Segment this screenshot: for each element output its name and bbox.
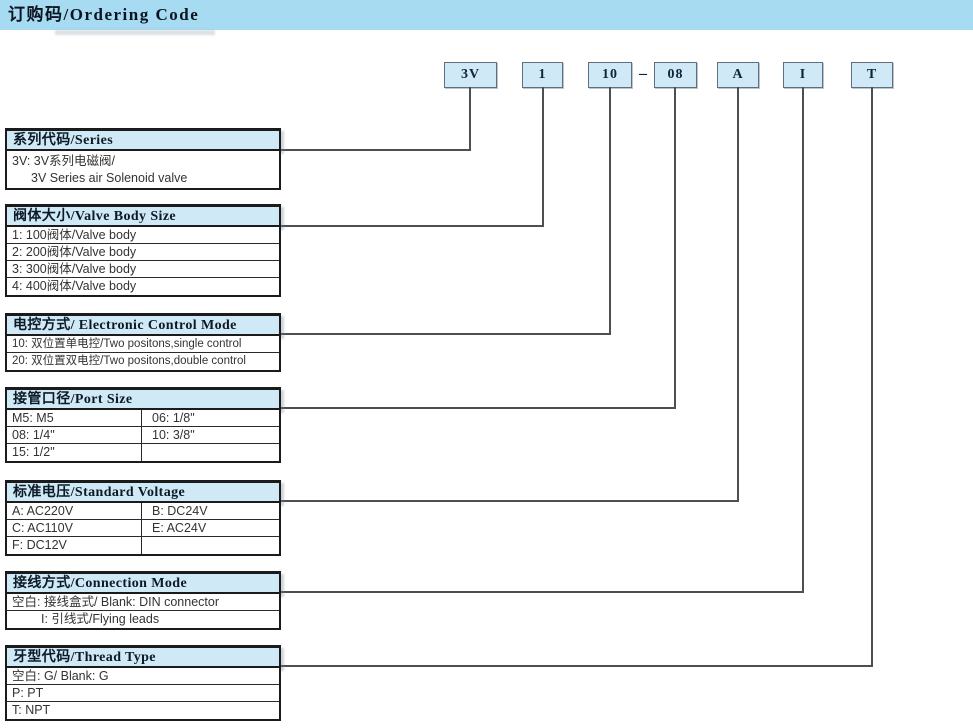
table-row: 3: 300阀体/Valve body: [7, 261, 279, 278]
table-row: 1: 100阀体/Valve body: [7, 227, 279, 244]
table-standard-voltage-header: 标准电压/Standard Voltage: [5, 480, 281, 503]
title-bar: 订购码/Ordering Code: [0, 0, 973, 30]
connector-line-thread-type: [281, 665, 873, 667]
table-cell: 10: 3/8": [152, 428, 195, 442]
page-title: 订购码/Ordering Code: [8, 5, 200, 24]
connector-line-thread-type: [871, 87, 873, 667]
code-separator: –: [639, 65, 647, 82]
table-cell: C: AC110V: [7, 520, 142, 536]
table-row: M5: M5 06: 1/8": [7, 410, 279, 427]
code-box-connection-mode: I: [783, 62, 823, 88]
table-row: T: NPT: [12, 703, 51, 717]
connector-line-voltage: [281, 500, 739, 502]
connector-line-series: [469, 87, 471, 151]
table-row: 20: 双位置双电控/Two positons,double control: [12, 355, 246, 367]
table-series-body: 3V: 3V系列电磁阀/ 3V Series air Solenoid valv…: [5, 151, 281, 190]
table-electronic-control-mode-body: 10: 双位置单电控/Two positons,single control 2…: [5, 336, 281, 372]
code-box-series: 3V: [444, 62, 497, 88]
connector-line-connection-mode: [281, 591, 804, 593]
table-port-size-body: M5: M5 06: 1/8" 08: 1/4" 10: 3/8" 15: 1/…: [5, 410, 281, 463]
table-row: 空白: G/ Blank: G: [7, 668, 279, 685]
table-connection-mode-body: 空白: 接线盒式/ Blank: DIN connector I: 引线式/Fl…: [5, 594, 281, 630]
table-valve-body-size-header: 阀体大小/Valve Body Size: [5, 204, 281, 227]
code-box-thread-type: T: [851, 62, 893, 88]
table-port-size: 接管口径/Port Size M5: M5 06: 1/8" 08: 1/4" …: [5, 387, 281, 463]
table-row: 08: 1/4" 10: 3/8": [7, 427, 279, 444]
table-valve-body-size-body: 1: 100阀体/Valve body 2: 200阀体/Valve body …: [5, 227, 281, 297]
table-row: F: DC12V: [7, 537, 279, 554]
table-cell: F: DC12V: [7, 537, 142, 554]
table-thread-type-header: 牙型代码/Thread Type: [5, 645, 281, 668]
table-row: C: AC110V E: AC24V: [7, 520, 279, 537]
table-standard-voltage: 标准电压/Standard Voltage A: AC220V B: DC24V…: [5, 480, 281, 556]
table-cell: M5: M5: [7, 410, 142, 426]
table-cell: E: AC24V: [152, 521, 207, 535]
table-row: A: AC220V B: DC24V: [7, 503, 279, 520]
table-row: 10: 双位置单电控/Two positons,single control: [7, 336, 279, 353]
table-series-header: 系列代码/Series: [5, 128, 281, 151]
connector-line-control-mode: [281, 333, 611, 335]
connector-line-valve-body-size: [281, 225, 544, 227]
table-electronic-control-mode-header: 电控方式/ Electronic Control Mode: [5, 313, 281, 336]
table-row: 2: 200阀体/Valve body: [7, 244, 279, 261]
series-row-line2: 3V Series air Solenoid valve: [31, 171, 188, 185]
table-row: I: 引线式/Flying leads: [41, 612, 160, 626]
table-connection-mode: 接线方式/Connection Mode 空白: 接线盒式/ Blank: DI…: [5, 571, 281, 630]
table-connection-mode-header: 接线方式/Connection Mode: [5, 571, 281, 594]
connector-line-connection-mode: [802, 87, 804, 593]
connector-line-control-mode: [609, 87, 611, 335]
table-valve-body-size: 阀体大小/Valve Body Size 1: 100阀体/Valve body…: [5, 204, 281, 297]
title-bar-shadow: [55, 30, 215, 35]
table-series: 系列代码/Series 3V: 3V系列电磁阀/ 3V Series air S…: [5, 128, 281, 190]
table-row: 15: 1/2": [7, 444, 279, 461]
connector-line-valve-body-size: [542, 87, 544, 227]
table-cell: [142, 537, 279, 554]
connector-line-port-size: [281, 407, 676, 409]
connector-line-voltage: [737, 87, 739, 502]
table-row: 4: 400阀体/Valve body: [12, 279, 137, 293]
table-cell: 15: 1/2": [7, 444, 142, 461]
table-thread-type: 牙型代码/Thread Type 空白: G/ Blank: G P: PT T…: [5, 645, 281, 721]
table-cell: [142, 444, 279, 461]
code-box-port-size: 08: [654, 62, 697, 88]
table-electronic-control-mode: 电控方式/ Electronic Control Mode 10: 双位置单电控…: [5, 313, 281, 372]
table-row: 空白: 接线盒式/ Blank: DIN connector: [7, 594, 279, 611]
code-box-valve-body-size: 1: [522, 62, 563, 88]
connector-line-port-size: [674, 87, 676, 409]
table-cell: A: AC220V: [7, 503, 142, 519]
table-cell: 08: 1/4": [7, 427, 142, 443]
code-box-voltage: A: [717, 62, 759, 88]
table-cell: B: DC24V: [152, 504, 208, 518]
table-standard-voltage-body: A: AC220V B: DC24V C: AC110V E: AC24V F:…: [5, 503, 281, 556]
table-cell: 06: 1/8": [152, 411, 195, 425]
table-thread-type-body: 空白: G/ Blank: G P: PT T: NPT: [5, 668, 281, 721]
series-row-line1: 3V: 3V系列电磁阀/: [12, 154, 116, 168]
table-port-size-header: 接管口径/Port Size: [5, 387, 281, 410]
table-row: P: PT: [7, 685, 279, 702]
connector-line-series: [281, 149, 471, 151]
code-box-control-mode: 10: [588, 62, 632, 88]
table-row: 3V: 3V系列电磁阀/ 3V Series air Solenoid valv…: [7, 151, 279, 188]
